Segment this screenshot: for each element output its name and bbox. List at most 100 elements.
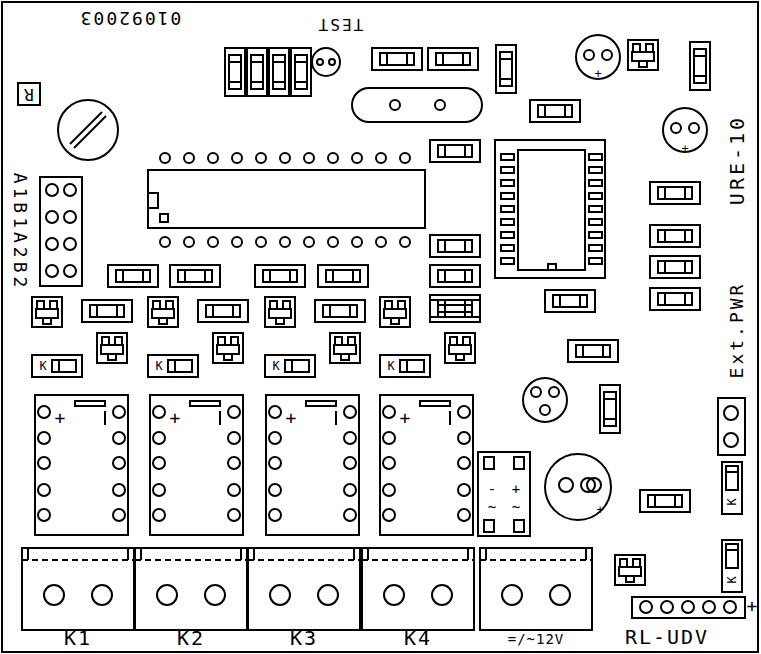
resistor [690, 42, 710, 90]
terminal-block [480, 548, 592, 630]
diode [148, 355, 198, 377]
resistor [600, 385, 620, 433]
pin-header [40, 177, 82, 286]
silkscreen-text: A1B1A2B2 [11, 173, 29, 292]
silkscreen-text: K1 [64, 628, 92, 648]
resistor [269, 48, 289, 96]
transistor [213, 333, 243, 363]
silkscreen-text: RL-UDV [625, 627, 709, 647]
transistor-footprints [32, 40, 658, 585]
resistor [430, 140, 480, 162]
transistor [265, 297, 295, 327]
terminal-block [362, 548, 474, 630]
terminal-block [135, 548, 247, 630]
resistor [198, 300, 248, 322]
silkscreen-text: + [681, 143, 688, 155]
so-ic [495, 140, 605, 278]
relays [35, 395, 473, 535]
resistor [108, 265, 158, 287]
silkscreen-text: + [55, 409, 66, 427]
diode [722, 540, 742, 592]
silkscreen-text: + [594, 68, 601, 80]
silkscreen-text: R [24, 86, 34, 102]
silkscreen-text: K [155, 360, 162, 372]
resistor [291, 48, 311, 96]
terminal-block [248, 548, 360, 630]
silkscreen-text: + [170, 409, 181, 427]
silkscreen-text: + [400, 409, 411, 427]
ext-pwr-header [718, 398, 745, 455]
resistor-footprints [82, 42, 710, 512]
transistor [148, 297, 178, 327]
relay [380, 395, 473, 535]
silkscreen-text: K4 [404, 628, 432, 648]
transistor [615, 555, 645, 585]
resistor [247, 48, 267, 96]
to92-transistor [523, 378, 567, 422]
relay [266, 395, 359, 535]
transistor [97, 333, 127, 363]
transistor [380, 297, 410, 327]
silkscreen-text: K [39, 360, 46, 372]
silkscreen-text: K [726, 498, 738, 505]
diode [380, 355, 430, 377]
diode [265, 355, 315, 377]
resistor [82, 300, 132, 322]
silkscreen-text: =/~12V [508, 632, 565, 646]
transistor [32, 297, 62, 327]
silkscreen-text: K [272, 360, 279, 372]
resistor [650, 225, 700, 247]
silkscreen-text: URE-10 [727, 115, 747, 205]
silkscreen-text: + [596, 504, 603, 516]
resistor [318, 265, 368, 287]
silkscreen-text: Ext.PWR [728, 282, 746, 379]
trimmer [58, 100, 118, 160]
silkscreen-text: + [286, 409, 297, 427]
logo-box [18, 83, 40, 105]
silkscreen-text: K [726, 576, 738, 583]
resistor [430, 265, 480, 287]
transistor [628, 40, 658, 70]
diode-footprints [32, 355, 742, 592]
diode [722, 462, 742, 514]
crystal [352, 88, 482, 122]
test-point [312, 48, 340, 76]
transistor [330, 333, 360, 363]
resistor [428, 48, 478, 70]
dip-ic [148, 153, 425, 247]
capacitor [576, 35, 620, 79]
resistor [496, 45, 516, 93]
resistor [530, 100, 580, 122]
terminal-blocks [22, 548, 592, 630]
terminal-block [22, 548, 134, 630]
resistor [170, 265, 220, 287]
relay [35, 395, 128, 535]
resistor [315, 300, 365, 322]
silkscreen-text: ~ [512, 500, 520, 514]
silkscreen-text: 01092003 [79, 9, 182, 27]
resistor [650, 182, 700, 204]
relay [150, 395, 243, 535]
bridge-rectifier [478, 452, 530, 536]
silkscreen-text: K2 [177, 628, 205, 648]
resistor [430, 235, 480, 257]
transistor [445, 333, 475, 363]
electrolytic-capacitor [545, 454, 611, 520]
rl-udv-header [632, 597, 745, 618]
diode [32, 355, 82, 377]
silkscreen-text: TEST [317, 16, 364, 32]
resistor [372, 48, 422, 70]
resistor [640, 490, 690, 512]
silkscreen-text: K [387, 360, 394, 372]
resistor [545, 290, 595, 312]
resistor [650, 256, 700, 278]
silkscreen-text: - [488, 482, 496, 496]
resistor [568, 340, 618, 362]
silkscreen-text: + [512, 482, 520, 496]
resistor [430, 300, 480, 322]
silkscreen-text: K3 [290, 628, 318, 648]
resistor [650, 288, 700, 310]
resistor [255, 265, 305, 287]
